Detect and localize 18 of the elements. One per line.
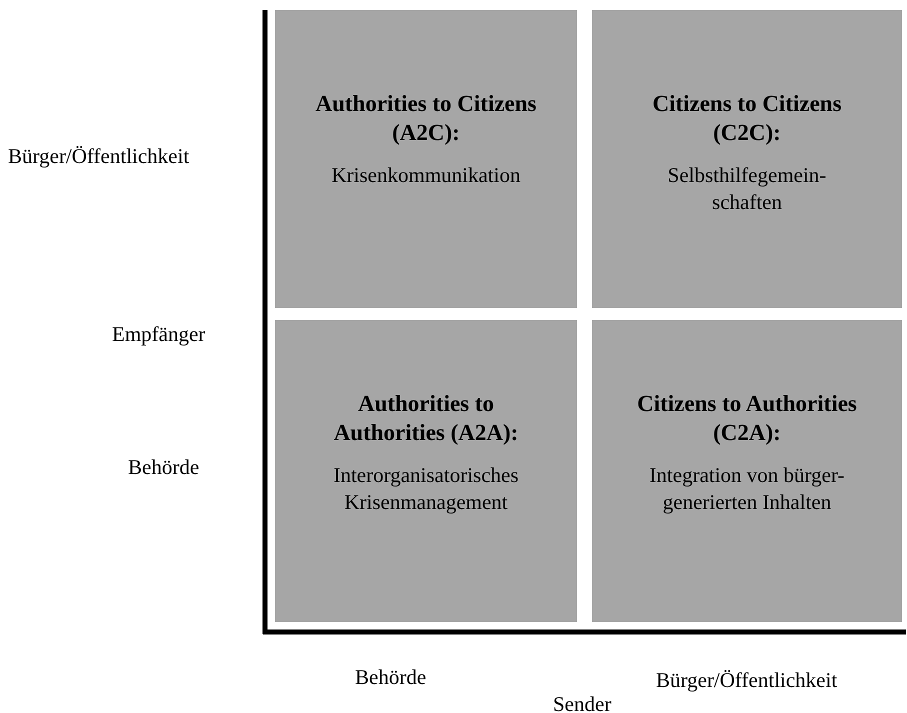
quadrant-description: Selbsthilfegemein-schaften	[666, 162, 828, 216]
quadrant-description: Krisenkommunikation	[332, 162, 520, 188]
quadrant-heading: Authorities to Citizens (A2C):	[314, 90, 538, 147]
quadrant-box	[592, 10, 902, 308]
axis-label: Behörde	[355, 665, 426, 690]
quadrant-heading: Authorities to Authorities (A2A):	[332, 390, 520, 447]
quadrant-box	[275, 10, 577, 308]
quadrant-description: Interorganisatorisches Krisenmanagement	[332, 462, 520, 516]
axis-label: Empfänger	[112, 322, 206, 347]
quadrant-heading: Citizens to Citizens (C2C):	[651, 90, 843, 147]
quadrant-description: Integration von bürger-generierten Inhalten	[648, 462, 846, 516]
axis-label: Sender	[553, 692, 612, 713]
axis-label: Bürger/Öffentlichkeit	[656, 668, 838, 693]
quadrant-box	[592, 320, 902, 622]
axis-label: Behörde	[128, 455, 200, 480]
axis-label: Bürger/Öffentlichkeit	[8, 144, 190, 169]
quadrant-box	[275, 320, 577, 622]
quadrant-heading: Citizens to Authorities (C2A):	[636, 390, 858, 447]
